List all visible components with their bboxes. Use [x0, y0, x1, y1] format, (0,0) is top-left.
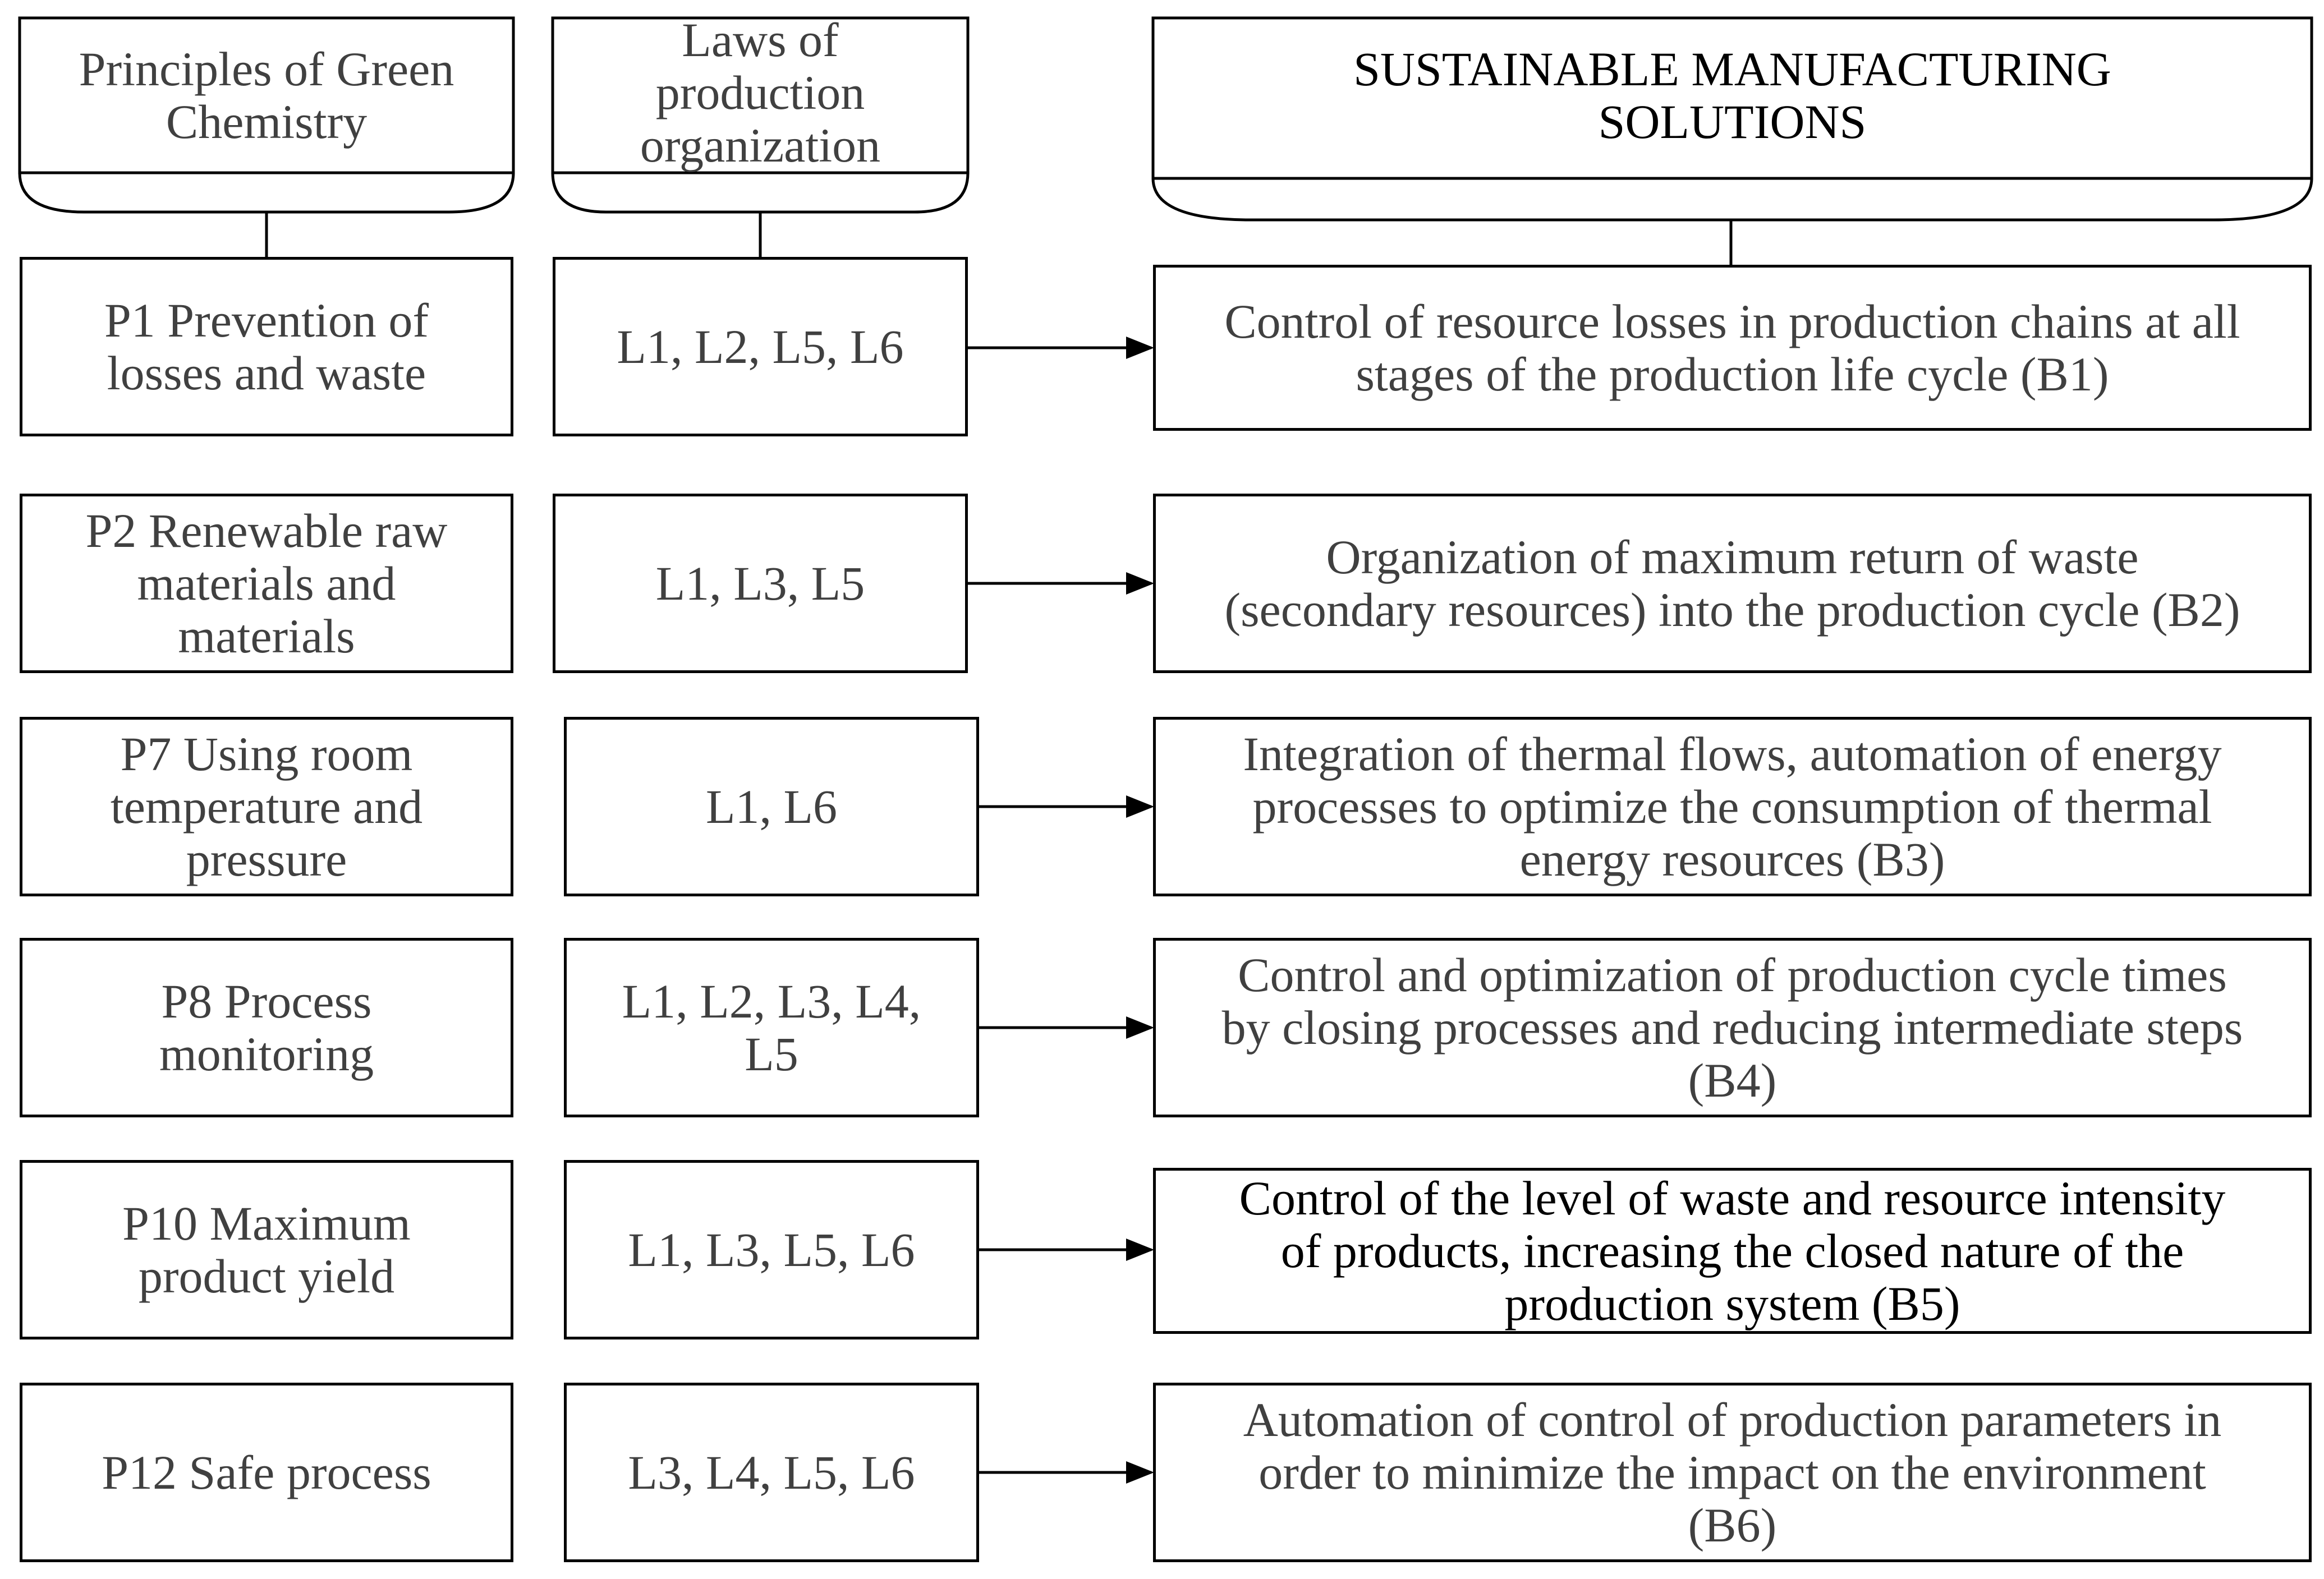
solution-box-b5: Control of the level of waste and resour… [1153, 1168, 2312, 1334]
laws-label: L1, L2, L3, L4, L5 [622, 974, 921, 1081]
principle-box-p10: P10 Maximum product yield [20, 1160, 513, 1339]
principle-label: P1 Prevention of losses and waste [104, 293, 429, 400]
principle-box-p12: P12 Safe process [20, 1383, 513, 1562]
solution-label: Organization of maximum return of waste … [1224, 530, 2240, 637]
laws-box-row-6: L3, L4, L5, L6 [564, 1383, 979, 1562]
principle-box-p1: P1 Prevention of losses and waste [20, 257, 513, 436]
principle-label: P2 Renewable raw materials and materials [85, 504, 448, 663]
solution-box-b6: Automation of control of production para… [1153, 1383, 2312, 1562]
laws-label: L1, L2, L5, L6 [617, 320, 904, 374]
laws-label: L3, L4, L5, L6 [628, 1446, 915, 1499]
header-solutions: SUSTAINABLE MANUFACTURING SOLUTIONS [1353, 42, 2111, 149]
laws-box-row-4: L1, L2, L3, L4, L5 [564, 938, 979, 1117]
principle-box-p2: P2 Renewable raw materials and materials [20, 494, 513, 673]
laws-box-row-5: L1, L3, L5, L6 [564, 1160, 979, 1339]
solution-label: Automation of control of production para… [1243, 1393, 2222, 1552]
laws-box-row-1: L1, L2, L5, L6 [553, 257, 968, 436]
principle-box-p8: P8 Process monitoring [20, 938, 513, 1117]
laws-box-row-2: L1, L3, L5 [553, 494, 968, 673]
principle-box-p7: P7 Using room temperature and pressure [20, 717, 513, 896]
principle-label: P7 Using room temperature and pressure [110, 727, 423, 886]
laws-label: L1, L3, L5, L6 [628, 1223, 915, 1277]
laws-label: L1, L3, L5 [655, 556, 865, 610]
solution-box-b4: Control and optimization of production c… [1153, 938, 2312, 1117]
solution-label: Control of resource losses in production… [1224, 294, 2240, 401]
principle-label: P12 Safe process [102, 1446, 431, 1499]
principle-label: P8 Process monitoring [159, 974, 374, 1081]
solution-box-b1: Control of resource losses in production… [1153, 265, 2312, 431]
principle-label: P10 Maximum product yield [122, 1196, 411, 1303]
laws-box-row-3: L1, L6 [564, 717, 979, 896]
header-principles: Principles of Green Chemistry [79, 42, 454, 149]
solution-box-b2: Organization of maximum return of waste … [1153, 494, 2312, 673]
solution-label: Integration of thermal flows, automation… [1243, 727, 2222, 886]
laws-label: L1, L6 [705, 780, 838, 834]
solution-label: Control of the level of waste and resour… [1239, 1171, 2226, 1331]
header-laws: Laws of production organization [640, 13, 881, 172]
solution-label: Control and optimization of production c… [1221, 948, 2243, 1107]
solution-box-b3: Integration of thermal flows, automation… [1153, 717, 2312, 896]
